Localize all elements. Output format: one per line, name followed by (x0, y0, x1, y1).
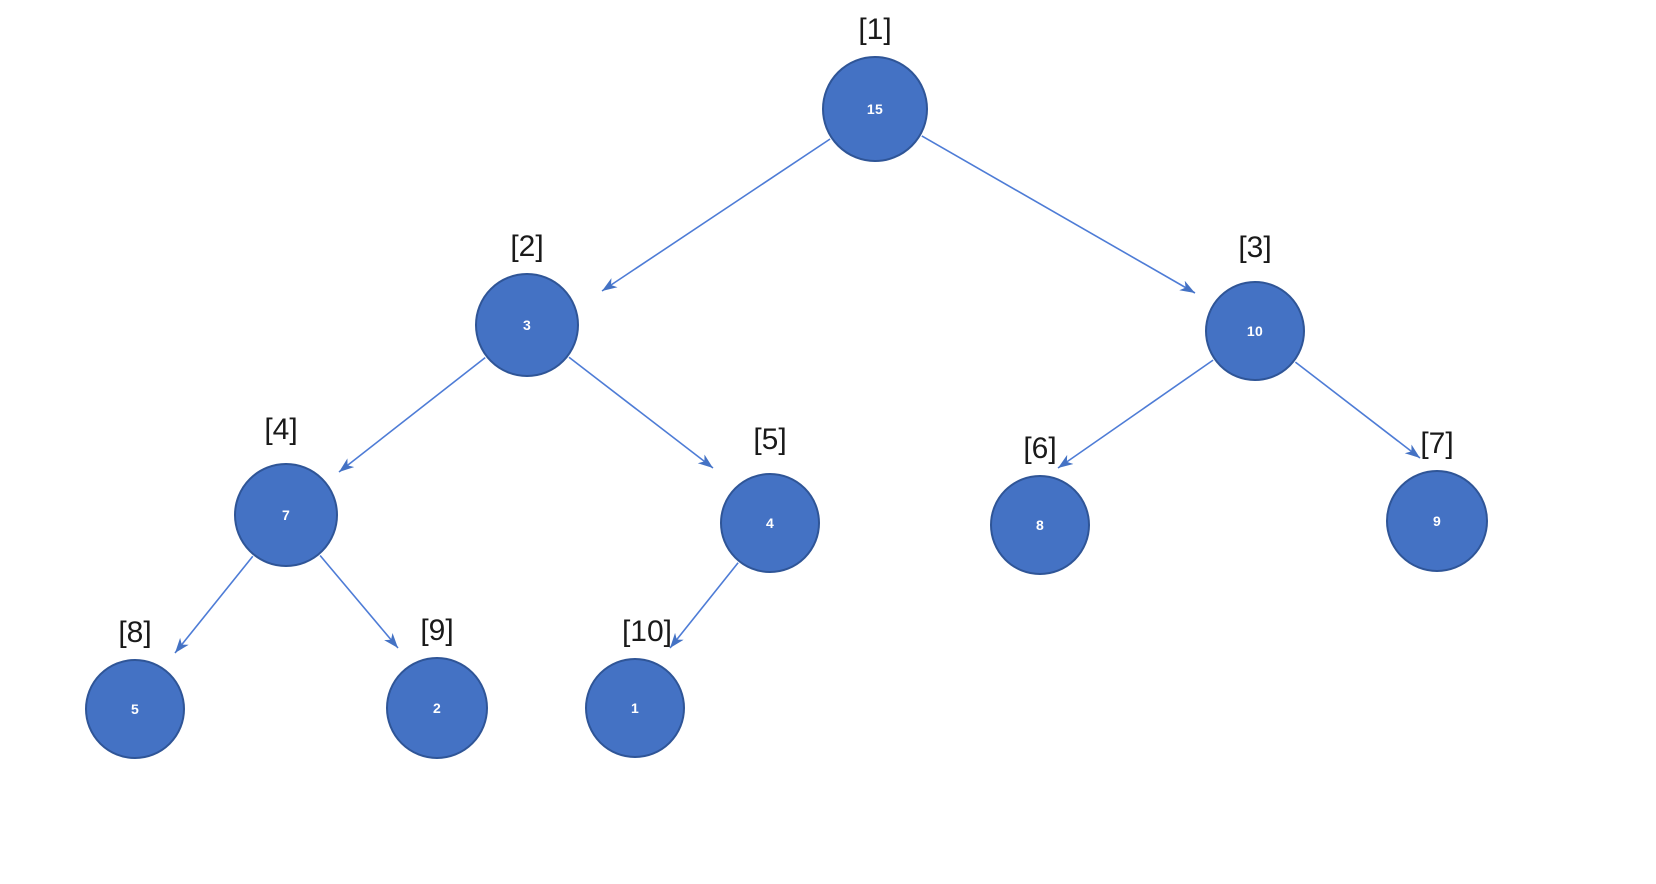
edge-arrow-2-5 (568, 356, 714, 469)
node-index-label-6: [6] (1023, 432, 1057, 465)
node-value: 3 (522, 317, 532, 333)
edge-arrow-5-10 (669, 562, 739, 649)
node-index-label-1: [1] (858, 13, 892, 46)
node-index-label-5: [5] (753, 423, 787, 456)
node-circle-8[interactable]: 5 (85, 659, 185, 759)
node-circle-2[interactable]: 3 (475, 273, 579, 377)
node-index-label-3: [3] (1238, 231, 1272, 264)
node-circle-4[interactable]: 7 (234, 463, 338, 567)
edge-arrow-3-7 (1294, 361, 1421, 459)
node-value: 15 (866, 101, 884, 117)
node-index-label-4: [4] (264, 413, 298, 446)
edge-arrow-1-3 (921, 135, 1196, 294)
node-circle-7[interactable]: 9 (1386, 470, 1488, 572)
node-index-label-7: [7] (1420, 427, 1454, 460)
node-circle-5[interactable]: 4 (720, 473, 820, 573)
node-value: 7 (281, 507, 291, 523)
node-value: 4 (765, 515, 775, 531)
node-circle-9[interactable]: 2 (386, 657, 488, 759)
node-index-label-8: [8] (118, 616, 152, 649)
edge-arrow-4-8 (174, 555, 254, 654)
node-index-label-10: [10] (621, 615, 673, 648)
node-circle-3[interactable]: 10 (1205, 281, 1305, 381)
node-value: 10 (1246, 323, 1264, 339)
node-value: 9 (1432, 513, 1442, 529)
node-value: 8 (1035, 517, 1045, 533)
node-value: 5 (130, 701, 140, 717)
node-value: 1 (630, 700, 640, 716)
node-index-label-9: [9] (420, 614, 454, 647)
node-value: 2 (432, 700, 442, 716)
node-index-label-2: [2] (510, 230, 544, 263)
edge-arrow-4-9 (319, 554, 399, 649)
edge-arrow-1-2 (601, 138, 831, 292)
node-circle-6[interactable]: 8 (990, 475, 1090, 575)
edge-arrow-2-4 (338, 356, 486, 473)
edge-arrow-3-6 (1057, 359, 1214, 469)
node-circle-10[interactable]: 1 (585, 658, 685, 758)
node-circle-1[interactable]: 15 (822, 56, 928, 162)
